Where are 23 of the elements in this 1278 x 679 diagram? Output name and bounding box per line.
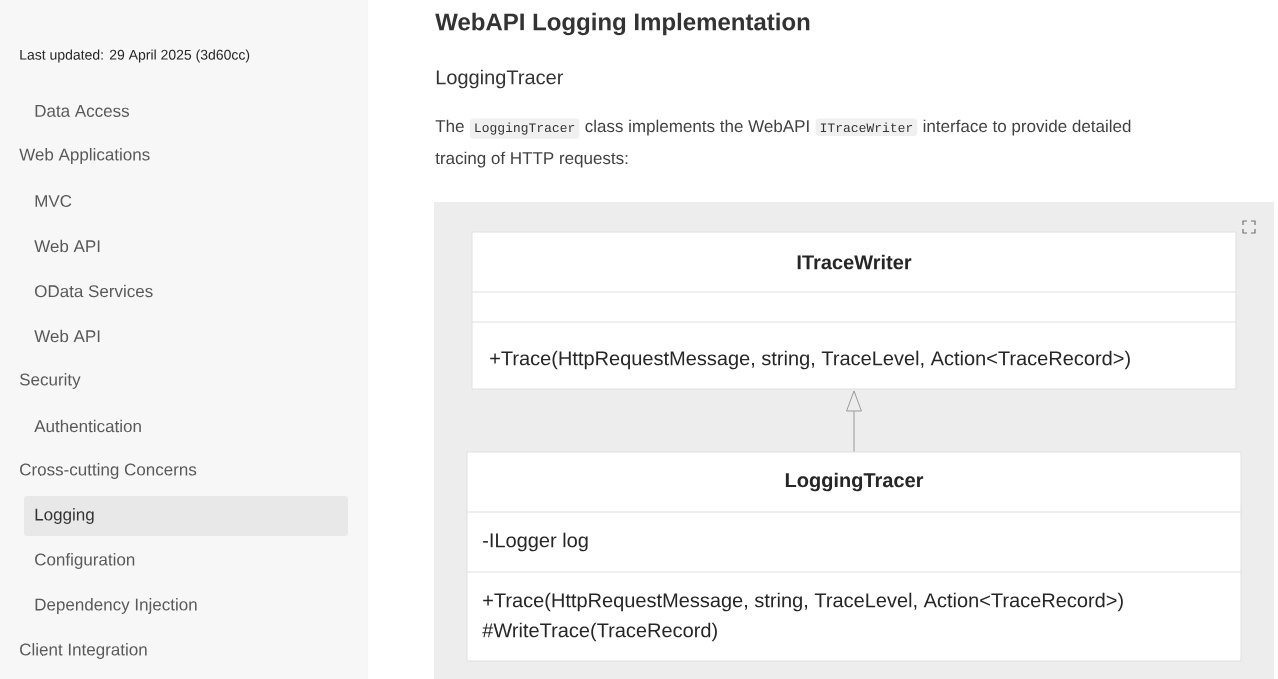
paragraph-text: interface to provide detailed (923, 119, 1131, 136)
paragraph-text: tracing of HTTP requests: (435, 151, 628, 168)
paragraph-text: The (435, 119, 464, 133)
nav-link: Web Applications (19, 148, 150, 164)
nav-link: Dependency Injection (35, 598, 197, 614)
nav-link: Client Integration (20, 643, 147, 659)
page-title: WebAPI Logging Implementation (435, 12, 810, 36)
paragraph-text: class implements the WebAPI (585, 119, 809, 136)
class-box: LoggingTracer -ILogger log +Trace(HttpRequestMessage, string, TraceLevel, Action<TraceRecord>) #WriteTrace(TraceRecord) (466, 451, 1242, 662)
nav-link: Web API (34, 239, 100, 253)
last-updated-note: Last updated: 29 April 2025 (3d60cc) (20, 49, 250, 63)
class-box: ITraceWriter +Trace(HttpRequestMessage, string, TraceLevel, Action<TraceRecord>) (471, 231, 1237, 390)
nav-link: Data Access (35, 105, 129, 117)
section-heading: LoggingTracer (436, 69, 564, 89)
nav-link: Configuration (35, 553, 135, 569)
inheritance-arrow (846, 390, 862, 452)
nav-link: Logging (24, 496, 348, 536)
nav-link: Web API (34, 329, 100, 343)
nav-link: OData Services (35, 284, 153, 298)
nav-link: Security (20, 373, 81, 389)
nav-link: Authentication (34, 419, 141, 433)
nav-link: Cross-cutting Concerns (20, 463, 197, 479)
nav-link: MVC (35, 195, 72, 207)
